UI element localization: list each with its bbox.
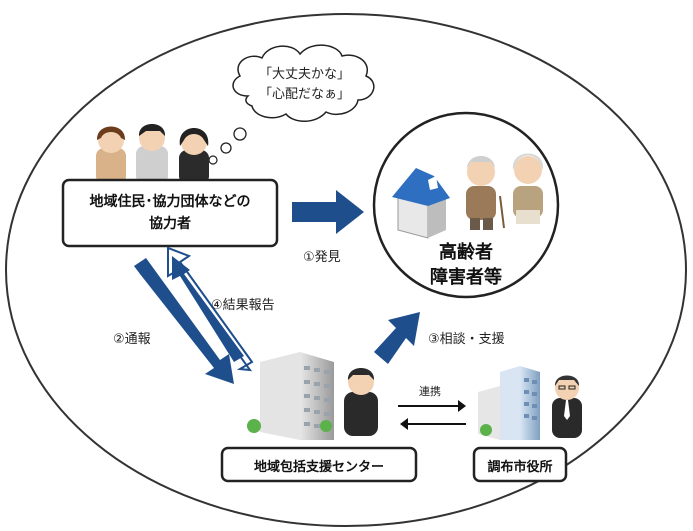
result-arrow — [167, 246, 254, 372]
step-cooperate-label: 連携 — [419, 385, 441, 398]
step-report-label: ②通報 — [113, 332, 151, 347]
city-staff-icon — [552, 375, 582, 438]
elderly-woman-icon — [512, 153, 544, 224]
cooperators-label: 地域住民･協力団体などの 協力者 — [89, 194, 251, 232]
discover-arrow — [292, 190, 364, 234]
thought-line-1: 「大丈夫かな」 — [259, 67, 351, 82]
consult-arrow — [374, 312, 420, 364]
house-icon — [392, 168, 450, 239]
thought-line-2: 「心配だなぁ」 — [259, 87, 351, 102]
person-woman-icon — [96, 126, 126, 184]
office-building-icon — [247, 352, 334, 440]
thought-bubble-icon — [208, 44, 375, 165]
person-woman-dark-icon — [179, 128, 209, 184]
city-hall-building-icon — [478, 366, 540, 440]
step-consult-label: ③相談・支援 — [428, 332, 505, 347]
center-label: 地域包括支援センター — [253, 460, 384, 475]
cooperation-arrows — [398, 400, 466, 430]
cityhall-label: 調布市役所 — [487, 460, 553, 475]
step-discover-label: ①発見 — [303, 250, 341, 265]
center-box — [220, 446, 418, 483]
staff-person-icon — [344, 368, 378, 436]
report-arrow — [134, 258, 234, 384]
target-line-2: 障害者等 — [430, 267, 502, 288]
person-man-icon — [136, 124, 168, 184]
cityhall-box — [472, 446, 568, 483]
target-line-1: 高齢者 — [439, 242, 493, 263]
step-result-label: ④結果報告 — [211, 298, 275, 313]
elderly-man-icon — [466, 156, 505, 230]
cooperators-box — [61, 178, 279, 248]
